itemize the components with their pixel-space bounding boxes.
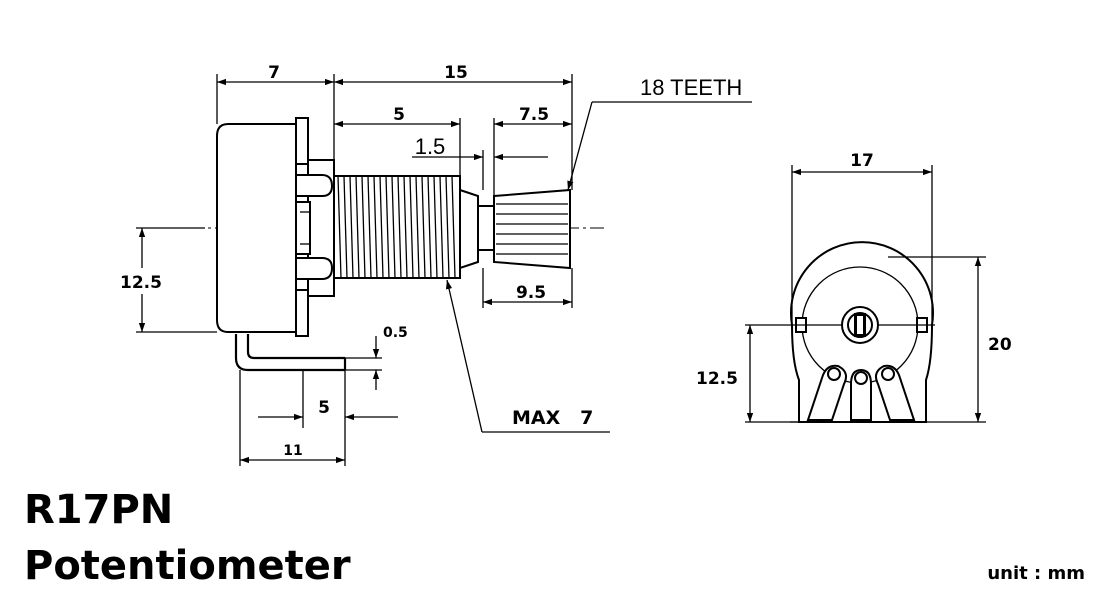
dim-front-width: 17 xyxy=(850,151,874,171)
dim-height: 12.5 xyxy=(120,273,162,293)
housing xyxy=(216,117,335,337)
dim-terminal-length: 11 xyxy=(283,443,302,459)
front-terminals xyxy=(806,364,916,421)
dim-terminal-thickness: 0.5 xyxy=(383,325,408,341)
shaft-collar xyxy=(459,188,495,270)
dim-front-height: 20 xyxy=(988,335,1012,355)
model-title: R17PN xyxy=(24,487,174,533)
threaded-bushing xyxy=(333,175,461,279)
unit-label: unit : mm xyxy=(987,563,1085,584)
knurled-shaft xyxy=(493,188,571,270)
dim-front-mount-height: 12.5 xyxy=(696,369,738,389)
note-thread: MAX 7 xyxy=(512,407,593,429)
dim-shaft-tip: 9.5 xyxy=(516,283,546,303)
dim-collar: 1.5 xyxy=(415,134,446,159)
terminal-leg xyxy=(234,334,347,372)
dim-total-shaft: 15 xyxy=(444,63,468,83)
dim-knurl-length: 7.5 xyxy=(519,105,549,125)
dim-thread-length: 5 xyxy=(393,105,405,125)
dim-body-depth: 7 xyxy=(268,63,280,83)
part-type-title: Potentiometer xyxy=(24,543,351,589)
note-teeth: 18 TEETH xyxy=(640,75,742,100)
front-view: 17 20 12.5 xyxy=(690,151,1012,423)
dim-terminal-offset: 5 xyxy=(318,398,330,418)
side-view: 7 15 5 7.5 1.5 9.5 12.5 0.5 xyxy=(112,63,752,466)
